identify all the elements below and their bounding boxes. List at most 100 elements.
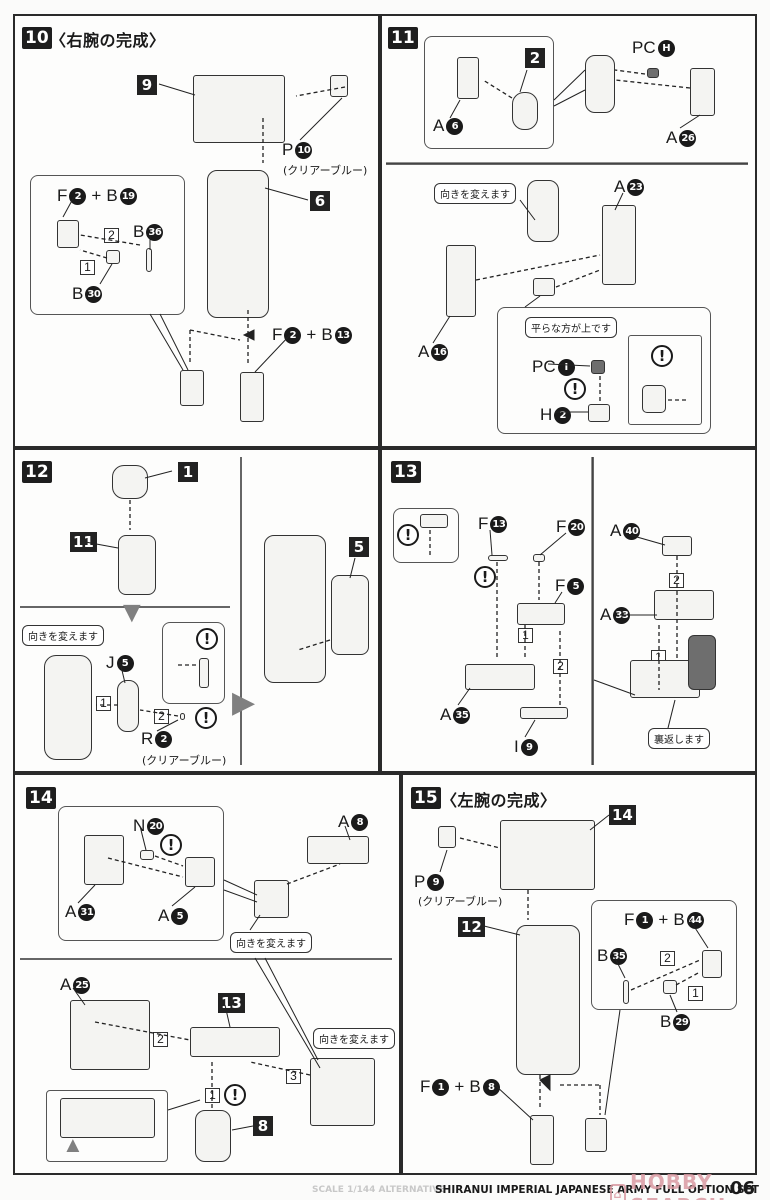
step-10-title: 〈右腕の完成〉 [50, 31, 166, 50]
elbow-cover-part [117, 680, 139, 732]
part-number-badge: 19 [119, 187, 137, 205]
footer-kit-title: SHIRANUI IMPERIAL JAPANESE ARMY FULL OPT… [435, 1184, 759, 1196]
part-number-badge: 9 [427, 873, 445, 891]
part-number-badge: 44 [686, 911, 704, 929]
socket-h2 [588, 404, 610, 422]
part-label-h2: H 2 [540, 405, 572, 425]
arm-assembly-side [264, 535, 326, 683]
part-letter: B [133, 222, 145, 241]
clear-lens-detail [199, 658, 209, 688]
part-label-f5: F 5 [555, 576, 585, 596]
sequence-1: 1 [688, 986, 703, 1001]
part-label-a5: A 5 [158, 906, 189, 926]
open-hand [240, 372, 264, 422]
cover-f5 [517, 603, 565, 625]
watermark-text: HOBBY SEARCH [629, 1170, 725, 1200]
part-letter: A [610, 521, 622, 540]
part-label-n20: N 20 [133, 816, 165, 836]
step-13-vertical-divider [592, 457, 594, 765]
subassembly-14-label: 14 [609, 805, 636, 825]
part-letter: B [597, 946, 609, 965]
part-label-r2: R 2 [141, 729, 173, 749]
part-label-a23: A 23 [614, 177, 645, 197]
part-number-badge: 8 [482, 1078, 500, 1096]
part-label-j5: J 5 [106, 653, 134, 673]
turn-around-note: 向きを変えます [22, 625, 104, 646]
part-label-pci: PC I [532, 357, 575, 377]
plus-sign: + [454, 1077, 465, 1096]
part-letter: F [272, 325, 283, 344]
subassembly-2-label: 2 [525, 48, 545, 68]
finger-part [106, 250, 120, 264]
footer-faded-text: SCALE 1/144 ALTERNATIVE [312, 1185, 446, 1195]
down-arrow-icon: ▼ [117, 596, 147, 629]
part-number-badge: 36 [146, 223, 164, 241]
inset-part-combo-label: F 2 + B 19 [57, 186, 137, 206]
turn-around-note: 向きを変えます [313, 1028, 395, 1049]
part-letter: I [514, 737, 519, 756]
part-letter: P [282, 140, 294, 159]
part-letter: A [440, 705, 452, 724]
assembly-13 [190, 1027, 280, 1057]
caution-icon: ! [474, 566, 496, 588]
part-letter: A [433, 116, 445, 135]
caution-icon: ! [564, 378, 586, 400]
part-number-badge: 1 [636, 911, 654, 929]
sequence-2: 2 [104, 228, 119, 243]
part-letter: B [321, 325, 333, 344]
bracket-a31 [84, 835, 124, 885]
part-number-badge: 20 [147, 817, 165, 835]
part-number-badge: 5 [116, 654, 134, 672]
knuckle-joint [195, 1110, 231, 1162]
step-13-number: 13 [391, 461, 421, 483]
shoulder-upper-part [118, 535, 156, 595]
clear-blue-note: (クリアーブルー) [418, 895, 503, 908]
forearm-armor-part [331, 575, 369, 655]
hand-frame-part [57, 220, 79, 248]
joint-assembly [254, 880, 289, 918]
shoulder-cover-part [690, 68, 715, 116]
sequence-2: 2 [553, 659, 568, 674]
caution-icon: ! [224, 1084, 246, 1106]
subassembly-6-label: 6 [310, 191, 330, 211]
part-number-badge: 10 [295, 141, 313, 159]
part-letter: A [666, 128, 678, 147]
part-number-badge: 31 [78, 903, 96, 921]
part-letter: B [660, 1012, 672, 1031]
part-letter: H [540, 405, 553, 424]
flip-over-note: 裏返します [648, 728, 710, 749]
part-label-p9: P 9 [414, 872, 445, 892]
step-12-horizontal-divider [20, 606, 230, 608]
shoulder-assembly [585, 55, 615, 113]
inset-part-combo-label: F 1 + B 44 [624, 910, 704, 930]
step-12-number: 12 [22, 461, 52, 483]
hand-part-combo-label: F 1 + B 8 [420, 1077, 500, 1097]
step-11-divider [386, 163, 748, 165]
caution-icon: ! [160, 834, 182, 856]
part-label-a26: A 26 [666, 128, 697, 148]
part-label-b29: B 29 [660, 1012, 691, 1032]
subassembly-9-label: 9 [137, 75, 157, 95]
hand-frame-part [702, 950, 722, 978]
thumb-part [623, 980, 629, 1004]
part-number-badge: 2 [284, 326, 302, 344]
turn-around-note: 向きを変えます [434, 183, 516, 204]
part-letter: A [158, 906, 170, 925]
part-label-f13: F 13 [478, 514, 508, 534]
part-number-badge: 40 [623, 522, 641, 540]
rail-a8 [307, 836, 369, 864]
part-number-badge: I [557, 358, 575, 376]
part-label-a35: A 35 [440, 705, 471, 725]
open-hand [530, 1115, 554, 1165]
part-number-badge: 5 [567, 577, 585, 595]
sequence-2: 2 [669, 573, 684, 588]
part-letter: A [600, 605, 612, 624]
elbow-joint-part [112, 465, 148, 499]
part-letter: A [418, 342, 430, 361]
part-number-badge: 35 [453, 706, 471, 724]
part-number-badge: 33 [613, 606, 631, 624]
part-letter: R [141, 729, 154, 748]
part-number-badge: 2 [69, 187, 87, 205]
step-15-number: 15 [411, 787, 441, 809]
part-number-badge: 25 [73, 976, 91, 994]
